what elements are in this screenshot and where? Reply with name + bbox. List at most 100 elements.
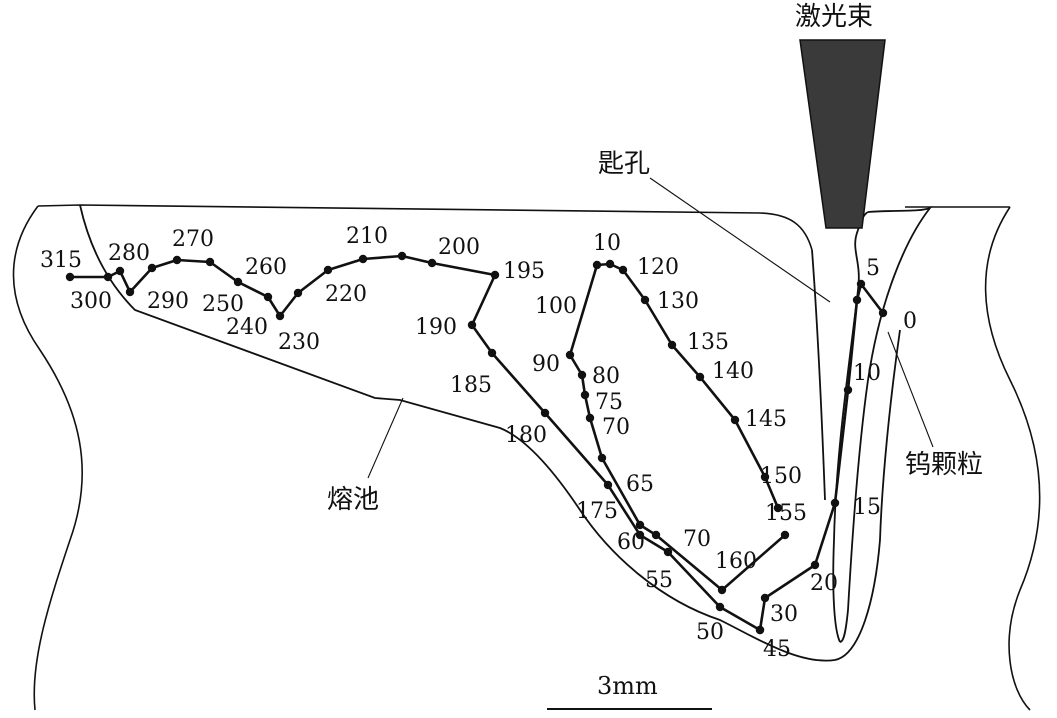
trajectory-point <box>618 265 628 275</box>
melt-pool-label: 熔池 <box>327 485 379 515</box>
melt-pool-leader <box>367 397 404 479</box>
track-label: 300 <box>70 289 112 314</box>
scale-bar-label: 3mm <box>597 672 658 700</box>
keyhole-left-wall <box>832 229 860 643</box>
trajectory-point <box>125 287 135 297</box>
track-label: 280 <box>108 241 150 266</box>
track-label: 100 <box>535 294 577 319</box>
track-label: 250 <box>202 292 244 317</box>
track-label: 30 <box>770 602 798 627</box>
trajectory-point <box>760 472 770 482</box>
track-label: 10 <box>593 231 621 256</box>
track-label: 260 <box>245 255 287 280</box>
track-label: 65 <box>626 472 654 497</box>
trajectory-point <box>592 260 602 270</box>
trajectory-point <box>577 370 587 380</box>
trajectory-point <box>663 547 673 557</box>
trajectory-point <box>717 585 727 595</box>
trajectory-point <box>580 390 590 400</box>
keyhole-right-wall <box>839 205 933 643</box>
track-label: 140 <box>712 359 754 384</box>
trajectory-point <box>65 272 75 282</box>
trajectory-point <box>773 503 783 513</box>
trajectory-point <box>147 263 157 273</box>
laser-beam-label: 激光束 <box>795 2 873 32</box>
track-label: 10 <box>853 361 881 386</box>
keyhole-label: 匙孔 <box>598 149 650 179</box>
track-label: 180 <box>505 423 547 448</box>
trajectory-point <box>358 254 368 264</box>
trajectory-point <box>843 385 853 395</box>
track-label: 60 <box>617 530 645 555</box>
track-label: 200 <box>438 235 480 260</box>
track-label: 135 <box>687 330 729 355</box>
pool-front-wall <box>811 249 826 501</box>
trajectory-point <box>856 279 866 289</box>
track-label: 130 <box>657 289 699 314</box>
trajectory-point <box>603 480 613 490</box>
trajectory-point <box>755 625 765 635</box>
trajectory-point <box>852 295 862 305</box>
trajectory-point <box>585 413 595 423</box>
trajectory-a-tail <box>68 254 762 632</box>
trajectory-point <box>490 270 500 280</box>
trajectory-point <box>275 311 285 321</box>
melt-pool-boundary <box>79 204 901 662</box>
trajectory-points <box>65 251 888 635</box>
trajectory-point <box>323 265 333 275</box>
leader-lines <box>367 177 934 479</box>
track-label: 55 <box>645 568 673 593</box>
trajectory-point <box>263 292 273 302</box>
track-label: 240 <box>226 315 268 340</box>
trajectory-point <box>640 295 650 305</box>
workpiece-top-surface-left <box>37 204 813 251</box>
trajectory-point <box>635 520 645 530</box>
track-label: 290 <box>147 289 189 314</box>
trajectory-point <box>667 340 677 350</box>
track-label: 45 <box>763 637 791 662</box>
trajectory-point <box>487 348 497 358</box>
track-label: 15 <box>853 495 881 520</box>
track-label: 90 <box>532 352 560 377</box>
laser-beam-shape <box>799 39 886 229</box>
tungsten-leader <box>887 331 934 448</box>
track-label: 175 <box>576 499 618 524</box>
trajectory-point <box>730 415 740 425</box>
trajectory-point <box>293 288 303 298</box>
trajectory-point <box>103 272 113 282</box>
trajectory-point <box>878 308 888 318</box>
trajectory-point <box>565 350 575 360</box>
trajectory-point <box>205 257 215 267</box>
track-label: 80 <box>592 364 620 389</box>
track-label: 75 <box>595 390 623 415</box>
track-label: 70 <box>602 415 630 440</box>
trajectory-point <box>810 560 820 570</box>
trajectory-point <box>172 255 182 265</box>
workpiece-right-edge <box>984 206 1041 711</box>
track-labels: 315 300 280 290 270 250 260 240 230 220 … <box>40 224 917 662</box>
trajectory-point <box>597 453 607 463</box>
trajectory-point <box>830 498 840 508</box>
keyhole-leader <box>649 177 831 303</box>
trajectory-point <box>427 258 437 268</box>
track-label: 315 <box>40 248 82 273</box>
trajectory-point <box>115 266 125 276</box>
track-label: 210 <box>346 224 388 249</box>
trajectory-point <box>760 593 770 603</box>
track-label: 150 <box>760 464 802 489</box>
track-label: 20 <box>810 571 838 596</box>
trajectory-point <box>635 530 645 540</box>
workpiece-left-edge <box>12 205 84 711</box>
track-label: 50 <box>696 620 724 645</box>
trajectory-point <box>467 320 477 330</box>
tungsten-particle-label: 钨颗粒 <box>905 450 983 480</box>
workpiece-outline <box>12 204 1041 711</box>
trajectory-point <box>233 277 243 287</box>
trajectory-point <box>695 372 705 382</box>
track-label: 70 <box>683 527 711 552</box>
trajectory-point <box>605 259 615 269</box>
track-label: 5 <box>866 256 880 281</box>
track-label: 230 <box>278 330 320 355</box>
track-label: 145 <box>745 407 787 432</box>
